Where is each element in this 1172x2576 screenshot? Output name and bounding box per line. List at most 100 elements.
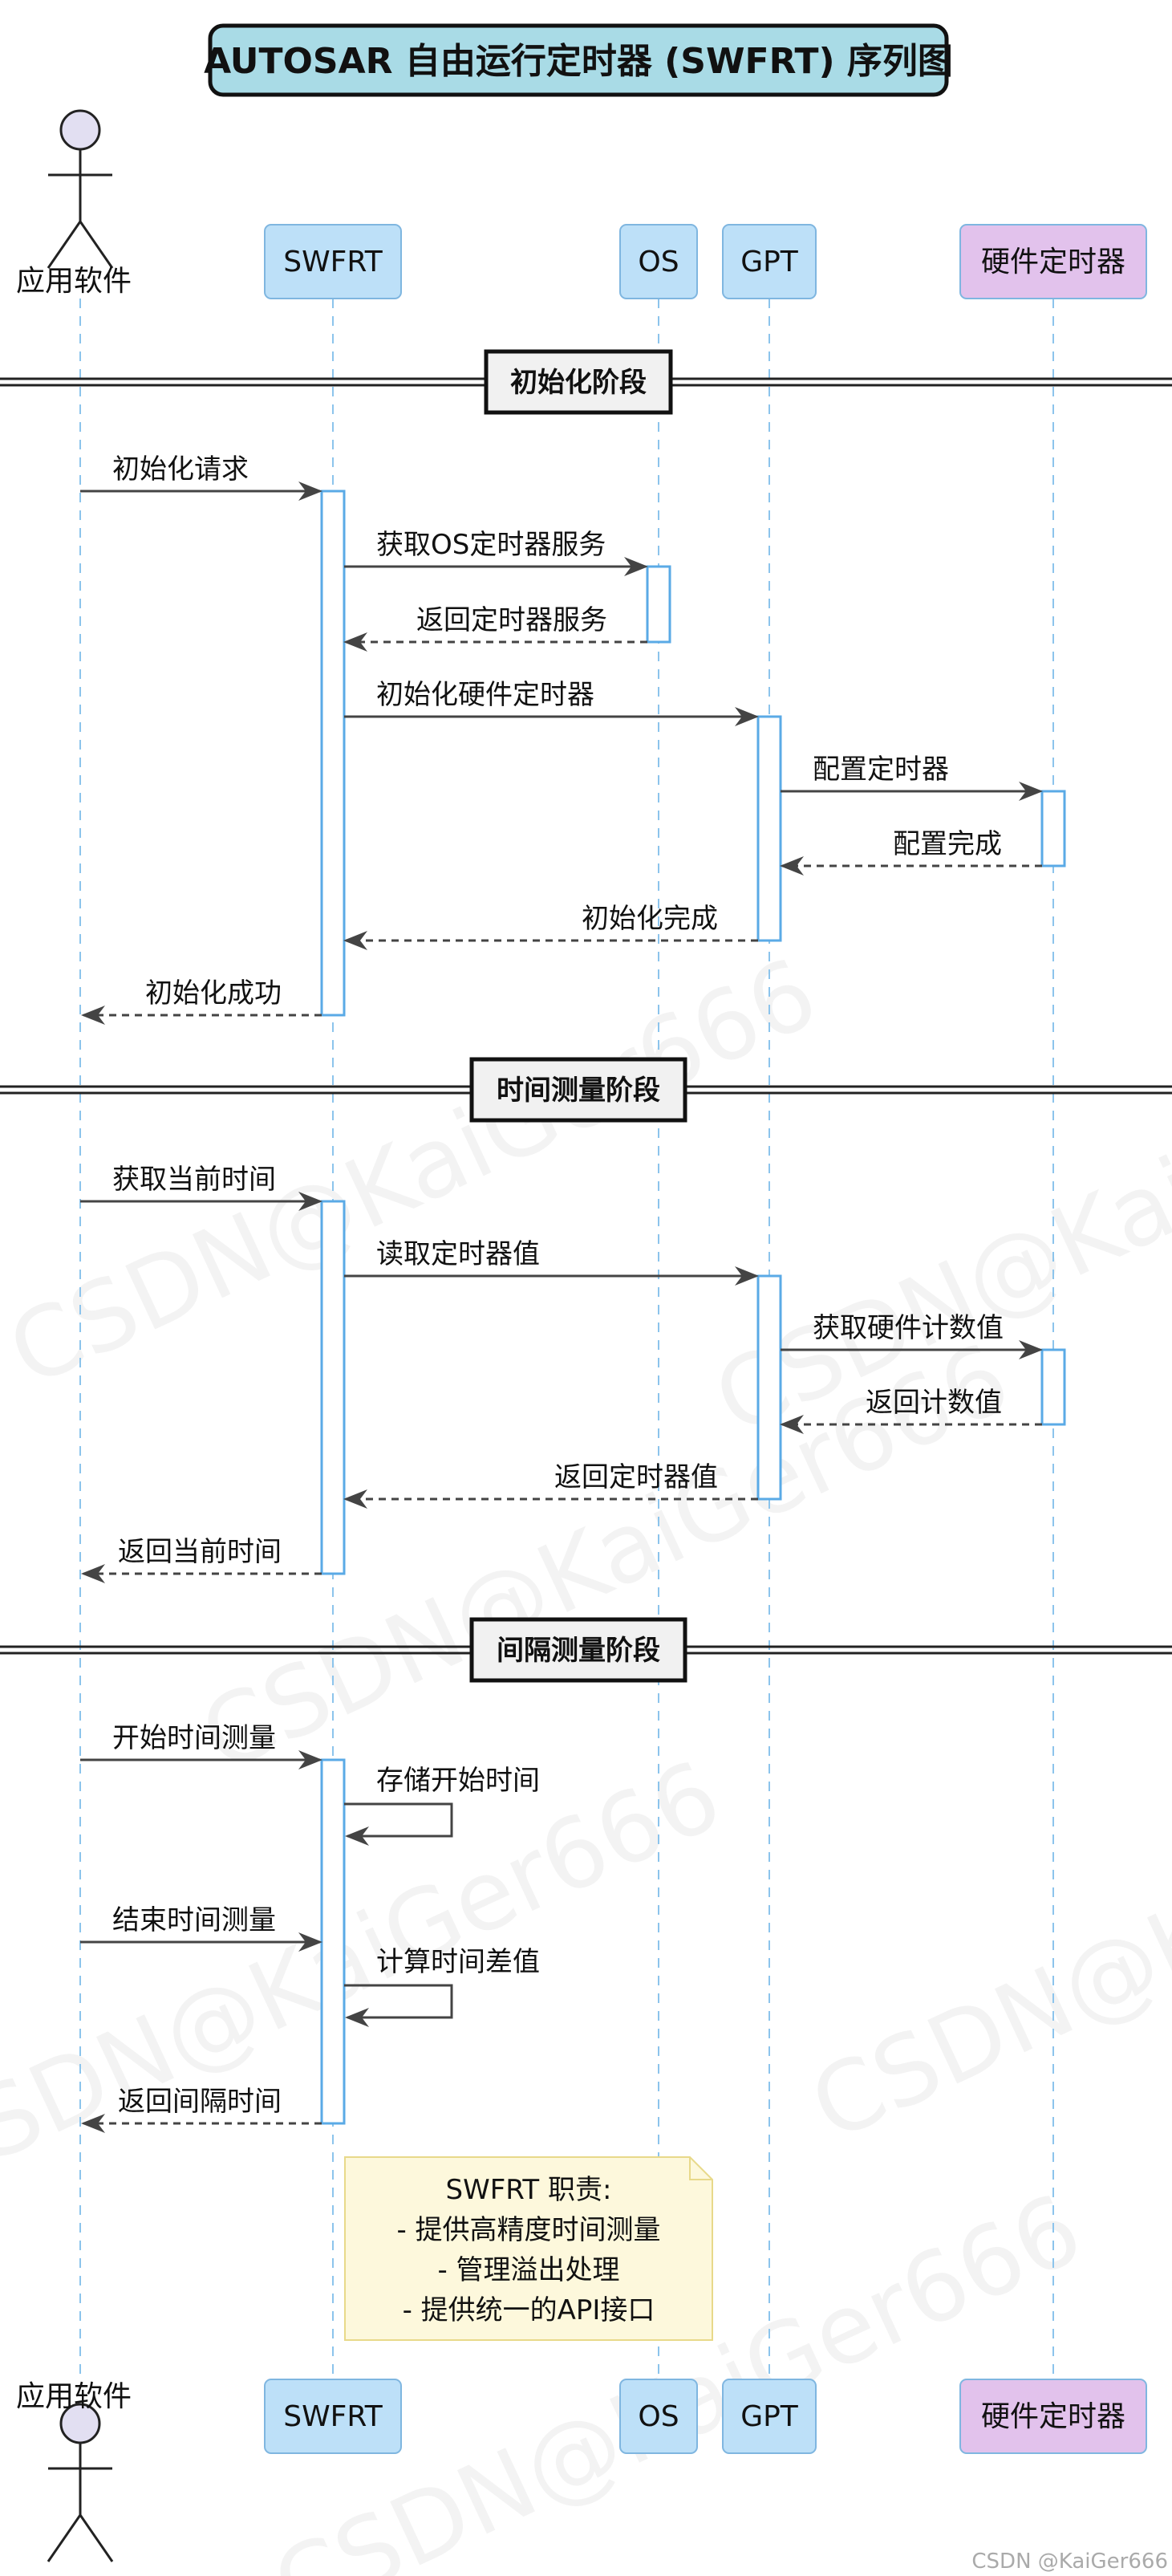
actor-label: 应用软件 — [16, 265, 132, 298]
swfrt-note: SWFRT 职责: - 提供高精度时间测量 - 管理溢出处理 - 提供统一的AP… — [344, 2156, 713, 2341]
message-label: 结束时间测量 — [112, 1904, 276, 1936]
message: 返回计数值 — [780, 1387, 1042, 1434]
participant-label: OS — [638, 2400, 679, 2433]
title-box — [208, 23, 949, 97]
participant-box — [722, 224, 817, 299]
self-message-arrow — [344, 1802, 453, 1846]
message: 初始化请求 — [80, 453, 322, 501]
message-label: 读取定时器值 — [376, 1238, 540, 1270]
phase-divider-label: 间隔测量阶段 — [497, 1635, 660, 1667]
message: 存储开始时间 — [344, 1765, 540, 1846]
note-line: - 管理溢出处理 — [437, 2254, 619, 2286]
message-label: 返回定时器服务 — [416, 604, 607, 636]
activation-bar — [320, 1758, 346, 2125]
participant-label: OS — [638, 246, 679, 278]
activation-bars — [320, 490, 1066, 2125]
activation-bar — [320, 1200, 346, 1575]
message: 读取定时器值 — [344, 1238, 759, 1286]
phase-divider-label: 时间测量阶段 — [497, 1075, 660, 1107]
note-line: - 提供高精度时间测量 — [396, 2214, 660, 2246]
participant-label: SWFRT — [283, 2400, 383, 2433]
actor-icon — [59, 109, 101, 151]
participant-box — [959, 224, 1147, 299]
phase-divider-box — [484, 349, 673, 415]
message: 返回定时器值 — [343, 1461, 758, 1509]
message-label: 获取OS定时器服务 — [376, 529, 606, 561]
participant-label: 硬件定时器 — [981, 2400, 1125, 2433]
note-line: - 提供统一的API接口 — [403, 2294, 655, 2326]
messages: 初始化请求获取OS定时器服务返回定时器服务初始化硬件定时器配置定时器配置完成初始… — [80, 453, 1043, 2133]
message-label: 返回定时器值 — [554, 1461, 718, 1493]
message-label: 开始时间测量 — [112, 1722, 276, 1754]
message: 配置完成 — [780, 828, 1042, 876]
note-box — [344, 2156, 713, 2341]
note-fold — [689, 2157, 712, 2180]
message-label: 计算时间差值 — [376, 1946, 540, 1978]
participant-gpt: GPT — [722, 224, 817, 299]
participant-swfrt: SWFRT — [264, 2379, 402, 2454]
message: 配置定时器 — [781, 754, 1043, 801]
phase-divider: 初始化阶段 — [0, 349, 1172, 415]
actor-label: 应用软件 — [16, 2380, 132, 2413]
activation-bar — [756, 1274, 782, 1501]
phase-divider: 间隔测量阶段 — [0, 1617, 1172, 1683]
message-label: 返回计数值 — [866, 1387, 1002, 1419]
message-label: 初始化完成 — [582, 903, 718, 935]
phase-divider-label: 初始化阶段 — [510, 367, 647, 399]
activation-bar — [1040, 1348, 1066, 1426]
message: 返回当前时间 — [81, 1536, 322, 1583]
participant-box — [264, 224, 402, 299]
message: 获取硬件计数值 — [781, 1312, 1043, 1359]
message-label: 存储开始时间 — [376, 1765, 540, 1797]
credit-text: CSDN @KaiGer666 — [971, 2550, 1168, 2574]
message-label: 获取硬件计数值 — [813, 1312, 1004, 1344]
participant-hw: 硬件定时器 — [959, 224, 1147, 299]
message: 初始化成功 — [81, 977, 322, 1025]
participant-box — [722, 2379, 817, 2454]
message: 获取OS定时器服务 — [344, 529, 648, 576]
phase-divider-box — [469, 1057, 687, 1123]
message: 返回间隔时间 — [81, 2086, 322, 2133]
participant-os: OS — [619, 224, 698, 299]
message: 开始时间测量 — [80, 1722, 322, 1769]
watermark-text: CSDN@KaiGer666 — [795, 1692, 1172, 2163]
activation-bar — [1040, 790, 1066, 867]
participant-label: SWFRT — [283, 246, 383, 278]
message: 结束时间测量 — [80, 1904, 322, 1952]
phase-divider-box — [469, 1617, 687, 1683]
self-message-arrow — [344, 1984, 453, 2027]
diagram-title: AUTOSAR 自由运行定时器 (SWFRT) 序列图 — [204, 23, 953, 97]
actor: 应用软件 — [16, 109, 132, 298]
participant-box — [619, 224, 698, 299]
participant-box — [959, 2379, 1147, 2454]
message-label: 配置完成 — [893, 828, 1002, 860]
participant-os: OS — [619, 2379, 698, 2454]
message-label: 初始化硬件定时器 — [376, 679, 594, 711]
participant-swfrt: SWFRT — [264, 224, 402, 299]
message-label: 初始化成功 — [145, 977, 282, 1010]
message: 返回定时器服务 — [343, 604, 647, 652]
phase-divider: 时间测量阶段 — [0, 1057, 1172, 1123]
note-line: SWFRT 职责: — [446, 2174, 612, 2206]
message: 初始化完成 — [343, 903, 758, 950]
message: 获取当前时间 — [80, 1164, 322, 1211]
message: 计算时间差值 — [344, 1946, 540, 2027]
title-text: AUTOSAR 自由运行定时器 (SWFRT) 序列图 — [204, 41, 953, 82]
activation-bar — [756, 715, 782, 942]
participant-gpt: GPT — [722, 2379, 817, 2454]
message-label: 返回间隔时间 — [118, 2086, 282, 2118]
participant-box — [619, 2379, 698, 2454]
watermark-text: CSDN@KaiGer666 — [0, 1740, 736, 2211]
participant-hw: 硬件定时器 — [959, 2379, 1147, 2454]
message-label: 初始化请求 — [112, 453, 249, 486]
message-label: 返回当前时间 — [118, 1536, 282, 1568]
message: 初始化硬件定时器 — [344, 679, 759, 726]
message-label: 获取当前时间 — [112, 1164, 276, 1196]
message-label: 配置定时器 — [813, 754, 949, 786]
participant-label: GPT — [740, 246, 799, 278]
participant-label: 硬件定时器 — [981, 246, 1125, 278]
activation-bar — [320, 490, 346, 1017]
